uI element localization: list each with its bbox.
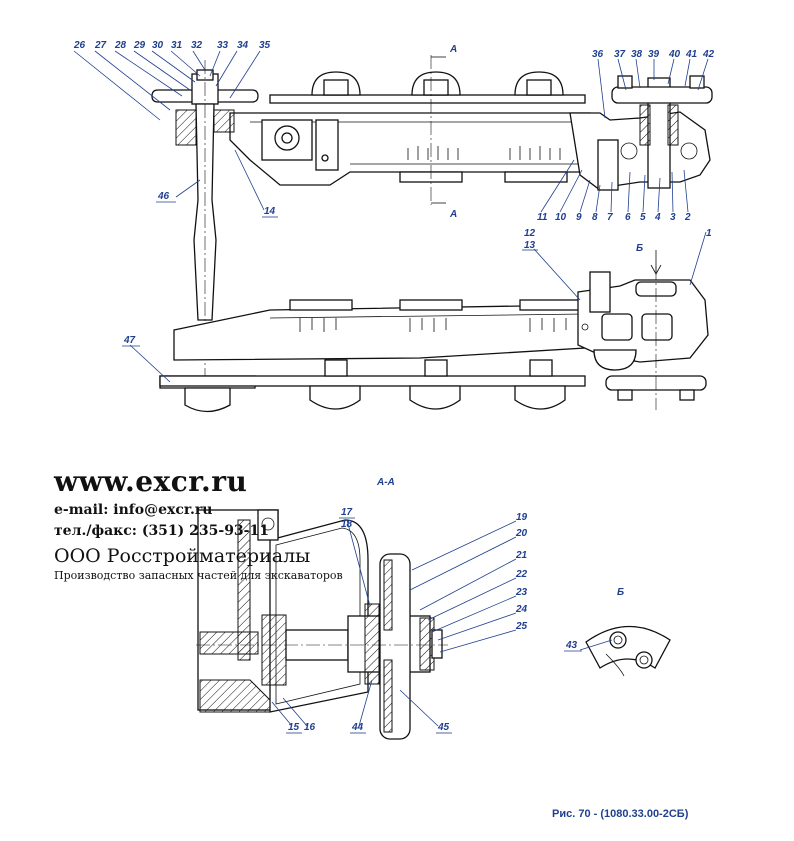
section-a-a: [196, 509, 448, 740]
callout-36: 36: [592, 49, 604, 60]
section-aa-title: А-А: [376, 477, 395, 488]
callout-47: 47: [123, 335, 136, 346]
callout-25: 25: [515, 621, 528, 632]
callout-10: 10: [555, 212, 567, 223]
lower-gear-housing: [577, 250, 709, 410]
callout-16: 16: [304, 722, 316, 733]
callout-28: 28: [114, 40, 127, 51]
callout-8: 8: [592, 212, 598, 223]
upper-bracket: [261, 119, 339, 171]
callout-3: 3: [670, 212, 676, 223]
callout-34: 34: [237, 40, 249, 51]
upper-gear-drive: [569, 75, 713, 191]
callout-labels: 26 27 28 29 30 31 32 33 34 35 46 14 36 3…: [73, 40, 715, 734]
upper-track-frame: [229, 55, 591, 205]
callout-15: 15: [288, 722, 300, 733]
view-b-arrow-label: Б: [636, 243, 643, 254]
lower-track-frame: [159, 250, 709, 410]
callout-13: 13: [524, 240, 536, 251]
callout-1: 1: [706, 228, 712, 239]
callout-35: 35: [259, 40, 271, 51]
callout-11: 11: [537, 212, 548, 223]
callout-4: 4: [654, 212, 661, 223]
callout-6: 6: [625, 212, 631, 223]
callout-38: 38: [631, 49, 643, 60]
callout-2: 2: [684, 212, 691, 223]
callout-22: 22: [515, 569, 528, 580]
watermark-phone: тел./факс: (351) 235-93-11: [54, 523, 269, 539]
figure-caption: Рис. 70 - (1080.33.00-2СБ): [552, 808, 689, 820]
callout-44: 44: [351, 722, 364, 733]
cut-label-a-top: А: [449, 44, 457, 55]
watermark-email: e-mail: info@excr.ru: [54, 502, 213, 518]
callout-27: 27: [94, 40, 107, 51]
callout-5: 5: [640, 212, 646, 223]
callout-46: 46: [157, 191, 170, 202]
callout-20: 20: [515, 528, 528, 539]
callout-24: 24: [515, 604, 528, 615]
callout-41: 41: [685, 49, 698, 60]
lower-bolt-groups: [289, 299, 583, 332]
callout-19: 19: [516, 512, 528, 523]
callout-21: 21: [515, 550, 528, 561]
upper-support-rollers: [269, 71, 586, 104]
callout-39: 39: [648, 49, 660, 60]
callout-29: 29: [133, 40, 146, 51]
callout-43: 43: [565, 640, 578, 651]
callout-7: 7: [607, 212, 613, 223]
callout-42: 42: [702, 49, 715, 60]
callout-45: 45: [437, 722, 450, 733]
callout-26: 26: [73, 40, 86, 51]
view-b: [585, 625, 671, 677]
callout-31: 31: [171, 40, 183, 51]
view-b-title: Б: [617, 587, 624, 598]
cut-label-a-bottom: А: [449, 209, 457, 220]
watermark-slogan: Производство запасных частей для экскава…: [54, 569, 343, 582]
callout-17: 17: [341, 507, 353, 518]
callout-9: 9: [576, 212, 582, 223]
callout-18: 18: [341, 519, 353, 530]
leader-lines: [73, 50, 709, 727]
watermark-company: ООО Росстройматериалы: [54, 545, 311, 567]
callout-23: 23: [515, 587, 528, 598]
callout-40: 40: [668, 49, 681, 60]
callout-12: 12: [524, 228, 536, 239]
callout-33: 33: [217, 40, 229, 51]
lower-track-rollers: [159, 359, 586, 410]
watermark-site: www.excr.ru: [54, 465, 248, 498]
callout-14: 14: [264, 206, 276, 217]
callout-30: 30: [152, 40, 164, 51]
callout-37: 37: [614, 49, 626, 60]
callout-32: 32: [191, 40, 203, 51]
